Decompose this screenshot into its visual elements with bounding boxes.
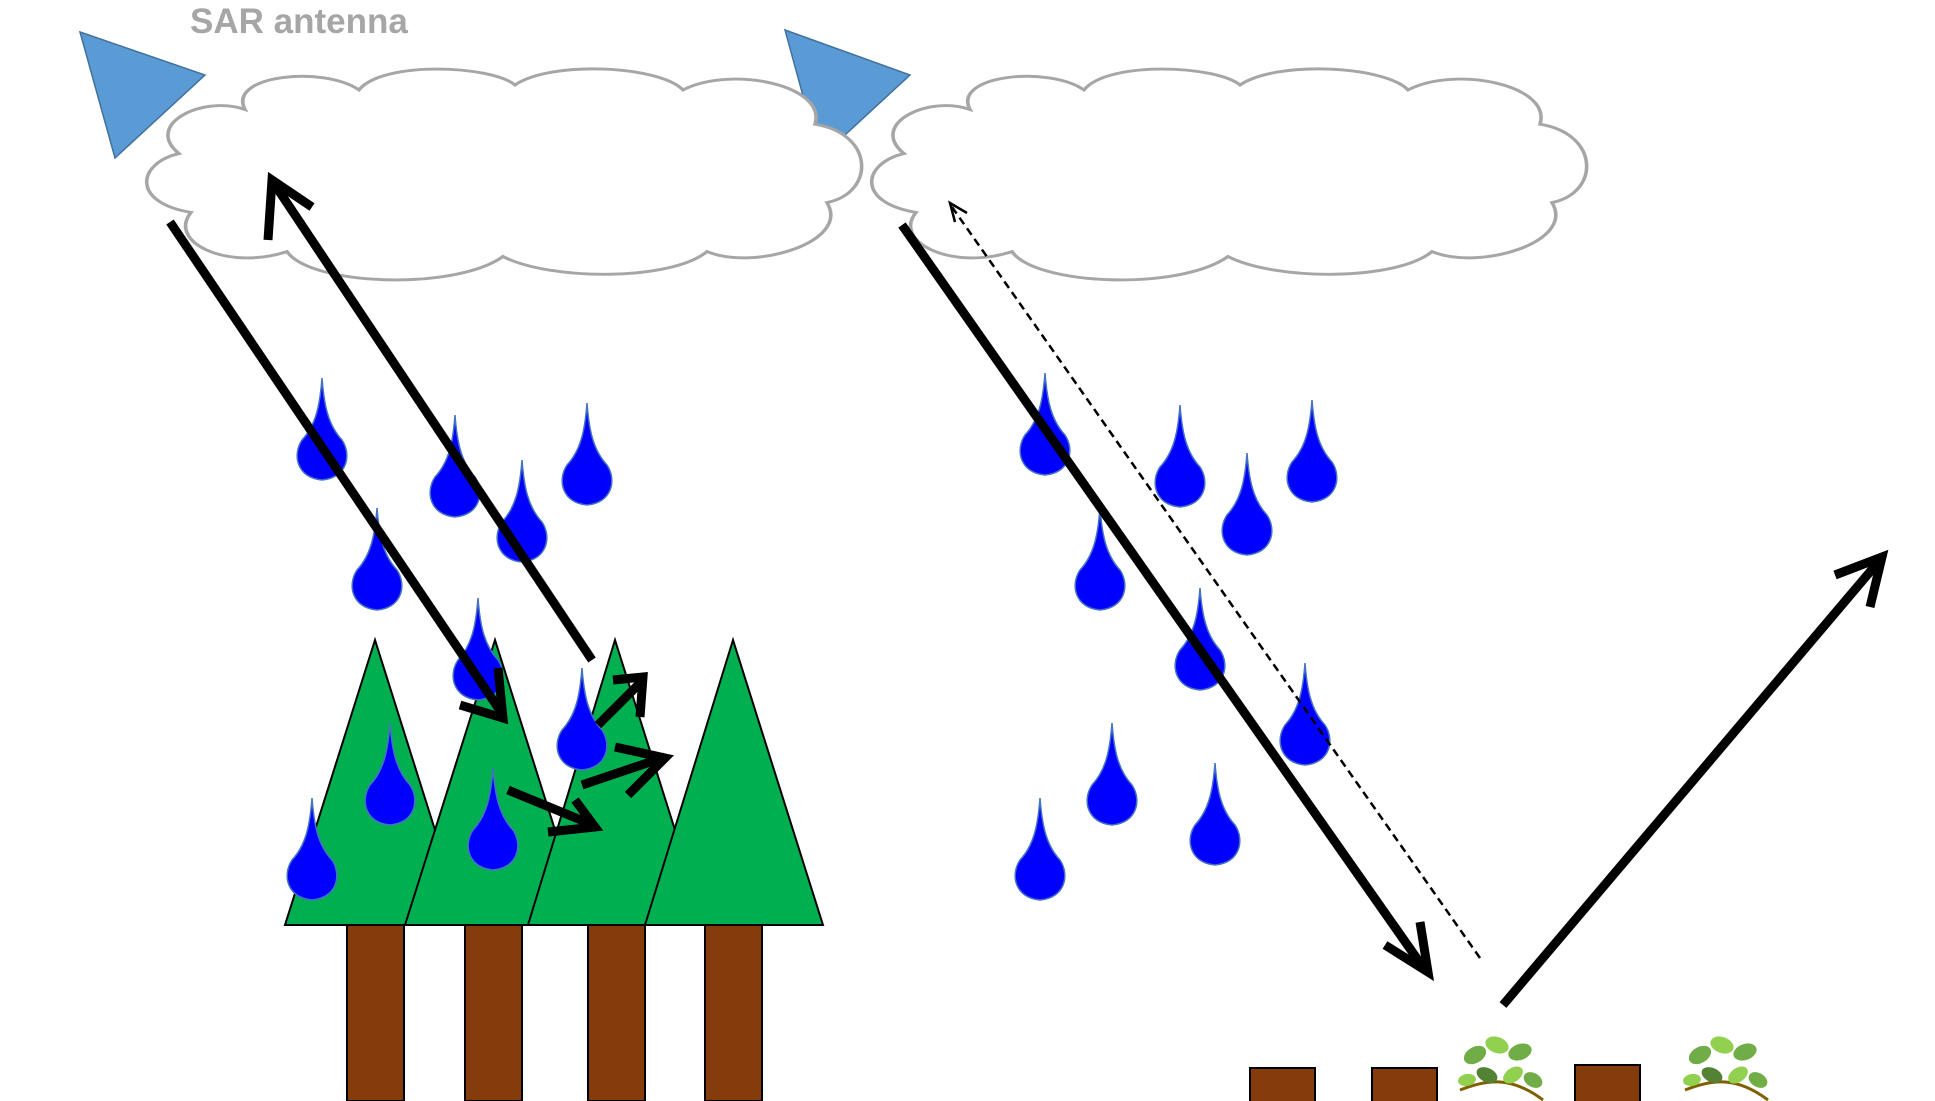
raindrop-icon bbox=[1155, 405, 1205, 507]
cloud-left-icon bbox=[147, 69, 862, 280]
conifer-tree-icon bbox=[645, 640, 823, 925]
stump bbox=[1250, 1068, 1315, 1101]
leaf-branch-icon bbox=[1680, 1030, 1770, 1101]
raindrop-icon bbox=[1222, 453, 1272, 555]
raindrop-icon bbox=[497, 460, 547, 562]
raindrop-icon bbox=[1075, 508, 1125, 610]
stump bbox=[1575, 1065, 1640, 1101]
tree-trunk bbox=[465, 920, 522, 1101]
raindrop-icon bbox=[1190, 763, 1240, 865]
tree-trunk bbox=[705, 920, 762, 1101]
stump bbox=[1372, 1068, 1437, 1101]
cloud-right-icon bbox=[872, 69, 1587, 280]
tree-trunk bbox=[347, 920, 404, 1101]
raindrop-icon bbox=[1087, 723, 1137, 825]
tree-trunks-left bbox=[347, 920, 762, 1101]
leaf-branch-icon bbox=[1455, 1030, 1545, 1101]
raindrop-icon bbox=[562, 403, 612, 505]
incident-arrow-right bbox=[902, 225, 1428, 972]
raindrop-icon bbox=[1015, 798, 1065, 900]
tree-trunk bbox=[588, 920, 645, 1101]
tree-canopies-left bbox=[285, 640, 823, 925]
raindrop-icon bbox=[1280, 663, 1330, 765]
ground-right bbox=[1250, 1030, 1770, 1101]
raindrop-icon bbox=[1287, 400, 1337, 502]
specular-reflection-arrow bbox=[1503, 557, 1882, 1005]
